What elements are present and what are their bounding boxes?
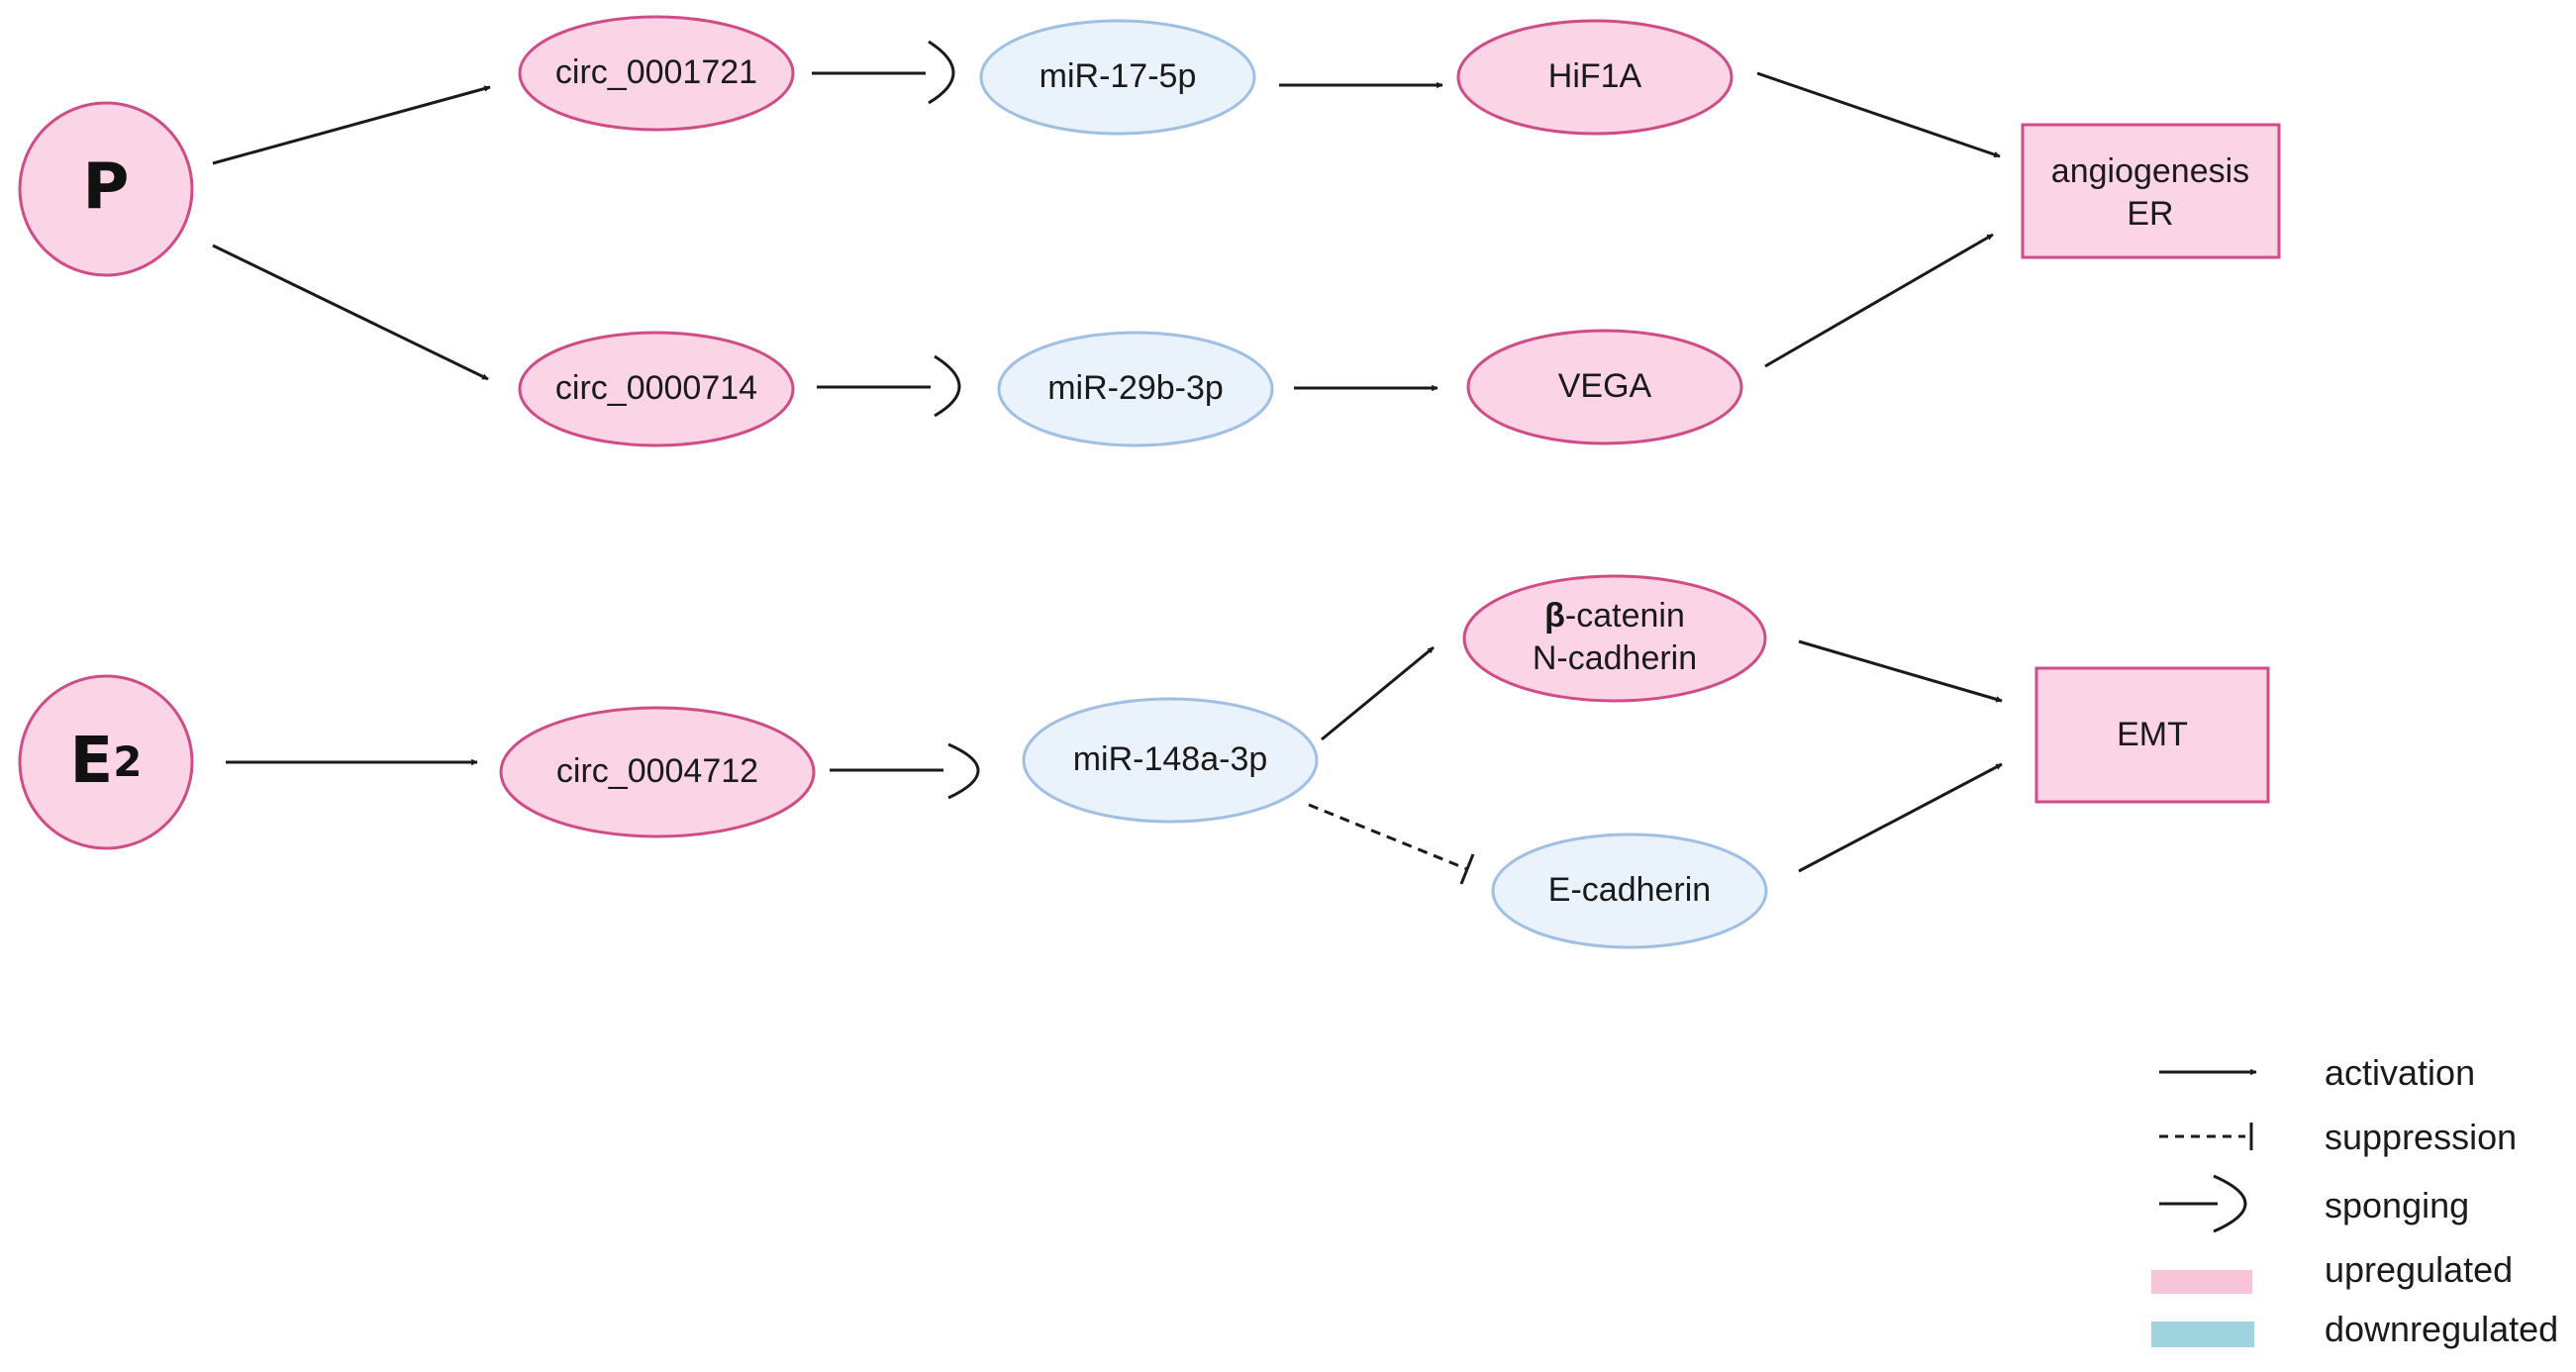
activation-arrow-vega-to-angiogenesis	[1764, 233, 1994, 368]
sponging-edge-circ-0001721-to-mir-17-5p	[812, 40, 955, 105]
circ-0001721-node: circ_0001721	[518, 15, 795, 132]
beta-catenin-n-cadherin-node: β-catenin N-cadherin	[1462, 574, 1767, 703]
progesterone-label: P	[83, 151, 130, 225]
legend-downregulated-label: downregulated	[2325, 1309, 2558, 1349]
emt-box: EMT	[2034, 666, 2270, 804]
sponging-edge-circ-0004712-to-mir-148a-3p	[830, 742, 980, 800]
e-cadherin-node: E-cadherin	[1491, 833, 1768, 949]
sponging-edge-circ-0000714-to-mir-29b-3p	[817, 354, 961, 418]
legend-sponging-label: sponging	[2325, 1185, 2469, 1225]
progesterone-node: P	[18, 101, 194, 277]
beta-symbol: β	[1544, 597, 1565, 635]
hif1a-node: HiF1A	[1456, 19, 1734, 136]
beta-catenin-label: β-catenin	[1544, 597, 1685, 635]
mir-17-5p-node: miR-17-5p	[979, 19, 1256, 136]
mir-17-5p-label: miR-17-5p	[1040, 57, 1197, 95]
estradiol-label-subscript: 2	[113, 737, 142, 786]
circ-0000714-node: circ_0000714	[518, 331, 795, 447]
emt-label: EMT	[2117, 716, 2188, 753]
activation-arrow-p-to-circ-0001721	[212, 85, 491, 165]
estradiol-label: E2	[70, 725, 143, 798]
legend-activation-label: activation	[2325, 1052, 2475, 1093]
circ-0004712-node: circ_0004712	[499, 706, 816, 838]
activation-arrow-hif1a-to-angiogenesis	[1756, 71, 2001, 158]
estradiol-node: E2	[18, 674, 194, 850]
vega-node: VEGA	[1466, 329, 1743, 445]
activation-arrow-e-cadherin-to-emt	[1798, 762, 2003, 873]
e-cadherin-label: E-cadherin	[1548, 871, 1711, 909]
beta-catenin-rest: -catenin	[1565, 597, 1685, 635]
suppression-edge-mir-148a-3p-to-e-cadherin	[1308, 803, 1475, 885]
mir-148a-3p-node: miR-148a-3p	[1022, 697, 1319, 824]
mir-148a-3p-label: miR-148a-3p	[1073, 740, 1268, 778]
edges	[212, 40, 2003, 885]
circ-0000714-label: circ_0000714	[555, 369, 757, 407]
legend-upregulated-label: upregulated	[2325, 1249, 2513, 1290]
circ-0004712-label: circ_0004712	[556, 752, 758, 790]
legend-suppression-label: suppression	[2325, 1117, 2517, 1157]
angiogenesis-er-box: angiogenesis ER	[2021, 123, 2281, 259]
legend-downregulated: downregulated	[2151, 1309, 2558, 1349]
activation-arrow-mir-148a-3p-to-beta-catenin	[1321, 645, 1435, 741]
mir-29b-3p-label: miR-29b-3p	[1047, 369, 1224, 407]
er-label: ER	[2127, 195, 2173, 233]
vega-label: VEGA	[1558, 367, 1652, 405]
downregulated-swatch-icon	[2151, 1322, 2254, 1347]
hif1a-label: HiF1A	[1548, 57, 1642, 95]
legend-suppression: suppression	[2159, 1117, 2517, 1157]
estradiol-label-main: E	[70, 725, 114, 798]
activation-arrow-p-to-circ-0000714	[212, 244, 489, 381]
legend-activation: activation	[2159, 1052, 2475, 1093]
legend-upregulated: upregulated	[2151, 1249, 2513, 1294]
sponging-arc-icon	[2213, 1174, 2247, 1233]
activation-arrow-beta-catenin-to-emt	[1798, 639, 2003, 703]
upregulated-swatch-icon	[2151, 1270, 2252, 1294]
mir-29b-3p-node: miR-29b-3p	[997, 331, 1274, 447]
legend-sponging	[2159, 1174, 2247, 1233]
angiogenesis-label: angiogenesis	[2051, 152, 2249, 190]
legend: activation suppression sponging upregula…	[2151, 1052, 2558, 1349]
circ-0001721-label: circ_0001721	[555, 53, 757, 91]
n-cadherin-label: N-cadherin	[1533, 639, 1697, 677]
